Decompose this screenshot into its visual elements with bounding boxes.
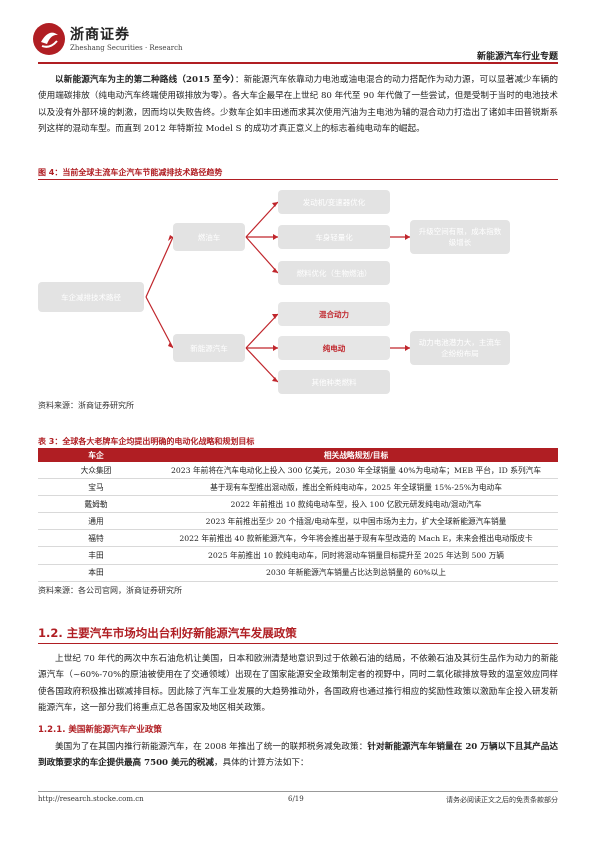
brand-name-en: Zheshang Securities · Research (70, 44, 183, 52)
footer-disclaimer: 请务必阅读正文之后的免责条款部分 (446, 796, 558, 804)
section-heading-divider (38, 643, 558, 644)
section-paragraph: 上世纪 70 年代的两次中东石油危机让美国，日本和欧洲清楚地意识到过于依赖石油的… (38, 654, 558, 713)
table-cell-plan: 2030 年新能源汽车销量占比达到总销量的 60%以上 (154, 564, 558, 582)
diagram-nev-result: 动力电池潜力大，主流车企纷纷布局 (410, 331, 510, 365)
subsection-paragraph: 美国为了在其国内推行新能源汽车，在 2008 年推出了统一的联邦税务减免政策：针… (38, 739, 558, 772)
table-cell-plan: 2022 年前推出 10 款纯电动车型，投入 100 亿欧元研发纯电动/混动汽车 (154, 495, 558, 514)
diagram-fuel-result: 升级空间有限，成本指数级增长 (410, 220, 510, 254)
figure-source: 资料来源：浙商证券研究所 (38, 401, 134, 410)
diagram-fuel-branch: 车身轻量化 (278, 225, 390, 249)
intro-text: ：新能源汽车依靠动力电池或油电混合的动力搭配作为动力源，可以显著减少车辆的使用端… (38, 75, 558, 134)
diagram-root-box: 车企减排技术路径 (38, 282, 144, 312)
table-cell-company: 大众集团 (38, 462, 154, 480)
page-number: 6/19 (288, 795, 304, 803)
diagram-fuel-box: 燃油车 (173, 223, 245, 251)
table-cell-company: 通用 (38, 512, 154, 531)
table-cell-plan: 2022 年前推出 40 款新能源汽车，今年将会推出基于现有车型改造的 Mach… (154, 529, 558, 548)
subsection-text-pre: 美国为了在其国内推行新能源汽车，在 2008 年推出了统一的联邦税务减免政策： (55, 742, 368, 752)
table-header-company: 车企 (38, 448, 154, 462)
brand-name-cn: 浙商证券 (70, 27, 130, 43)
intro-lead: 以新能源汽车为主的第二种路线（2015 至今） (55, 75, 235, 85)
tech-path-diagram: 车企减排技术路径 燃油车 新能源汽车 发动机/变速器优化 车身轻量化 燃料优化（… (38, 180, 558, 395)
brand-logo-icon (33, 23, 65, 55)
diagram-nev-branch: 其他种类燃料 (278, 370, 390, 394)
table-cell-plan: 基于现有车型推出混动版，推出全新纯电动车，2025 年全球销量 15%-25%为… (154, 478, 558, 497)
footer-url[interactable]: http://research.stocke.com.cn (38, 795, 144, 803)
diagram-nev-branch: 纯电动 (278, 336, 390, 360)
table-cell-company: 丰田 (38, 546, 154, 565)
diagram-arrows (145, 201, 410, 383)
table-cell-plan: 2023 年前将在汽车电动化上投入 300 亿美元，2030 年全球销量 40%… (154, 462, 558, 480)
report-type: 新能源汽车行业专题 (476, 52, 558, 62)
table-cell-company: 宝马 (38, 478, 154, 497)
diagram-nev-branch: 混合动力 (278, 302, 390, 326)
section-heading: 1.2. 主要汽车市场均出台利好新能源汽车发展政策 (38, 626, 297, 640)
diagram-nev-box: 新能源汽车 (173, 334, 245, 362)
subsection-text-post: ，具体的计算方法如下： (214, 758, 309, 769)
intro-paragraph: 以新能源汽车为主的第二种路线（2015 至今）：新能源汽车依靠动力电池或油电混合… (38, 72, 558, 137)
table-header-plan: 相关战略规划/目标 (154, 448, 558, 462)
table-row: 宝马基于现有车型推出混动版，推出全新纯电动车，2025 年全球销量 15%-25… (38, 478, 558, 497)
subsection-text-bold: 针对新能源汽车年销量在 20 万辆以下且其产品达到政策要求的车企提供最高 750… (38, 742, 558, 769)
table-header-row: 车企 相关战略规划/目标 (38, 448, 558, 462)
table-cell-company: 戴姆勒 (38, 495, 154, 514)
table-cell-company: 福特 (38, 529, 154, 548)
diagram-fuel-branch: 发动机/变速器优化 (278, 190, 390, 214)
figure-title-divider (38, 179, 558, 180)
table-source: 资料来源：各公司官网，浙商证券研究所 (38, 586, 182, 595)
table-cell-company: 本田 (38, 564, 154, 582)
table-cell-plan: 2023 年前推出至少 20 个插混/电动车型，以中国市场为主力，扩大全球新能源… (154, 512, 558, 531)
subsection-heading: 1.2.1. 美国新能源汽车产业政策 (38, 725, 162, 735)
figure-title: 图 4：当前全球主流车企汽车节能减排技术路径趋势 (38, 168, 223, 177)
footer-divider (38, 791, 558, 792)
table-title: 表 3：全球各大老牌车企均提出明确的电动化战略和规划目标 (38, 437, 255, 446)
table-cell-plan: 2025 年前推出 10 款纯电动车，同时将混动车销量目标提升至 2025 年达… (154, 546, 558, 565)
diagram-fuel-branch: 燃料优化（生物燃油） (278, 261, 390, 285)
header-divider (38, 62, 558, 64)
